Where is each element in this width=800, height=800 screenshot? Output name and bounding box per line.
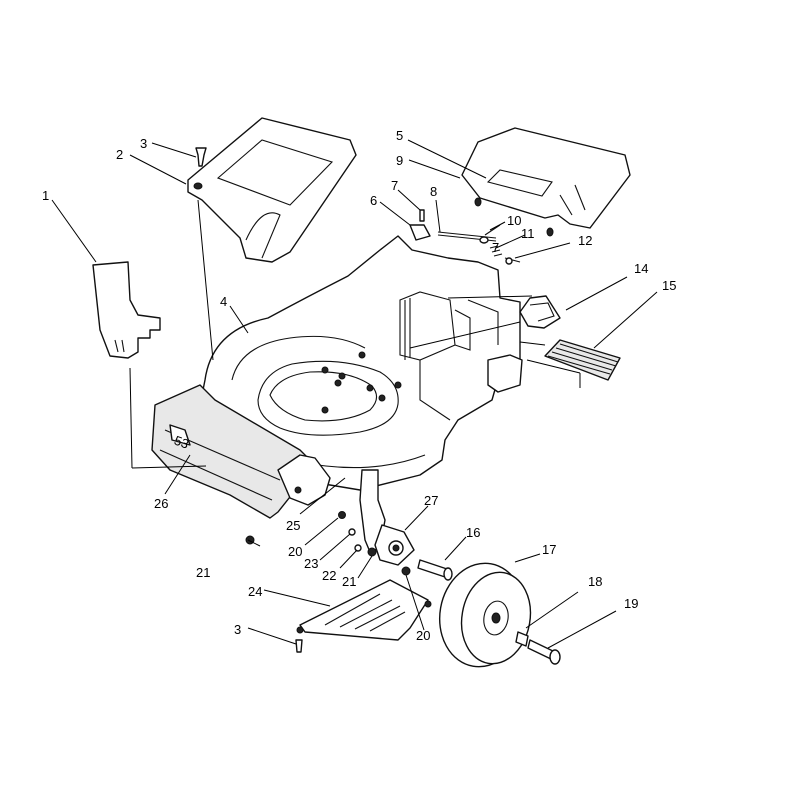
callout-18: 18 xyxy=(588,574,602,589)
callout-9: 9 xyxy=(396,153,403,168)
callout-14: 14 xyxy=(634,261,648,276)
callout-11: 11 xyxy=(521,226,535,241)
callout-15: 15 xyxy=(662,278,676,293)
leader-lines xyxy=(51,139,658,649)
callout-26: 26 xyxy=(154,496,168,511)
callout-27: 27 xyxy=(424,493,438,508)
callout-10: 10 xyxy=(507,213,521,228)
callout-21-left: 21 xyxy=(196,565,210,580)
deck-badge-text: 53 xyxy=(172,433,191,452)
callout-17: 17 xyxy=(542,542,556,557)
callout-7-left: 7 xyxy=(391,178,398,193)
height-adjuster-assembly xyxy=(359,469,415,566)
part-2-top-cover xyxy=(187,117,357,263)
part-18-bushing xyxy=(515,631,529,647)
part-15-filter-screen xyxy=(544,339,621,381)
part-1-discharge-plate xyxy=(92,261,161,359)
front-bumper-bar: 53 xyxy=(151,384,331,519)
hinge-rod-assembly xyxy=(409,209,521,265)
callout-6: 6 xyxy=(370,193,377,208)
part-16-axle-bolt xyxy=(417,559,453,581)
callout-2: 2 xyxy=(116,147,123,162)
callout-1: 1 xyxy=(42,188,49,203)
callout-8: 8 xyxy=(430,184,437,199)
callout-20-left: 20 xyxy=(288,544,302,559)
callout-3-bottom: 3 xyxy=(234,622,241,637)
callout-23: 23 xyxy=(304,556,318,571)
callout-labels: 1 2 3 3 4 5 6 7 7 8 9 10 11 12 14 15 16 … xyxy=(42,128,676,643)
callout-25: 25 xyxy=(286,518,300,533)
callout-16: 16 xyxy=(466,525,480,540)
callout-21-right: 21 xyxy=(342,574,356,589)
part-3-bolt-bottom xyxy=(295,639,303,653)
part-24-rear-guard xyxy=(296,579,432,641)
part-3-bolt-top xyxy=(195,147,207,167)
callout-12: 12 xyxy=(578,233,592,248)
callout-20-bottom: 20 xyxy=(416,628,430,643)
callout-5: 5 xyxy=(396,128,403,143)
callout-7-right: 7 xyxy=(492,240,499,255)
callout-19: 19 xyxy=(624,596,638,611)
callout-4: 4 xyxy=(220,294,227,309)
callout-22: 22 xyxy=(322,568,336,583)
callout-3-top: 3 xyxy=(140,136,147,151)
part-5-rear-door xyxy=(461,127,631,237)
part-17-wheel xyxy=(438,562,532,668)
callout-24: 24 xyxy=(248,584,262,599)
part-14-filter-pad xyxy=(519,295,561,329)
part-19-wheel-bolt xyxy=(527,639,561,665)
